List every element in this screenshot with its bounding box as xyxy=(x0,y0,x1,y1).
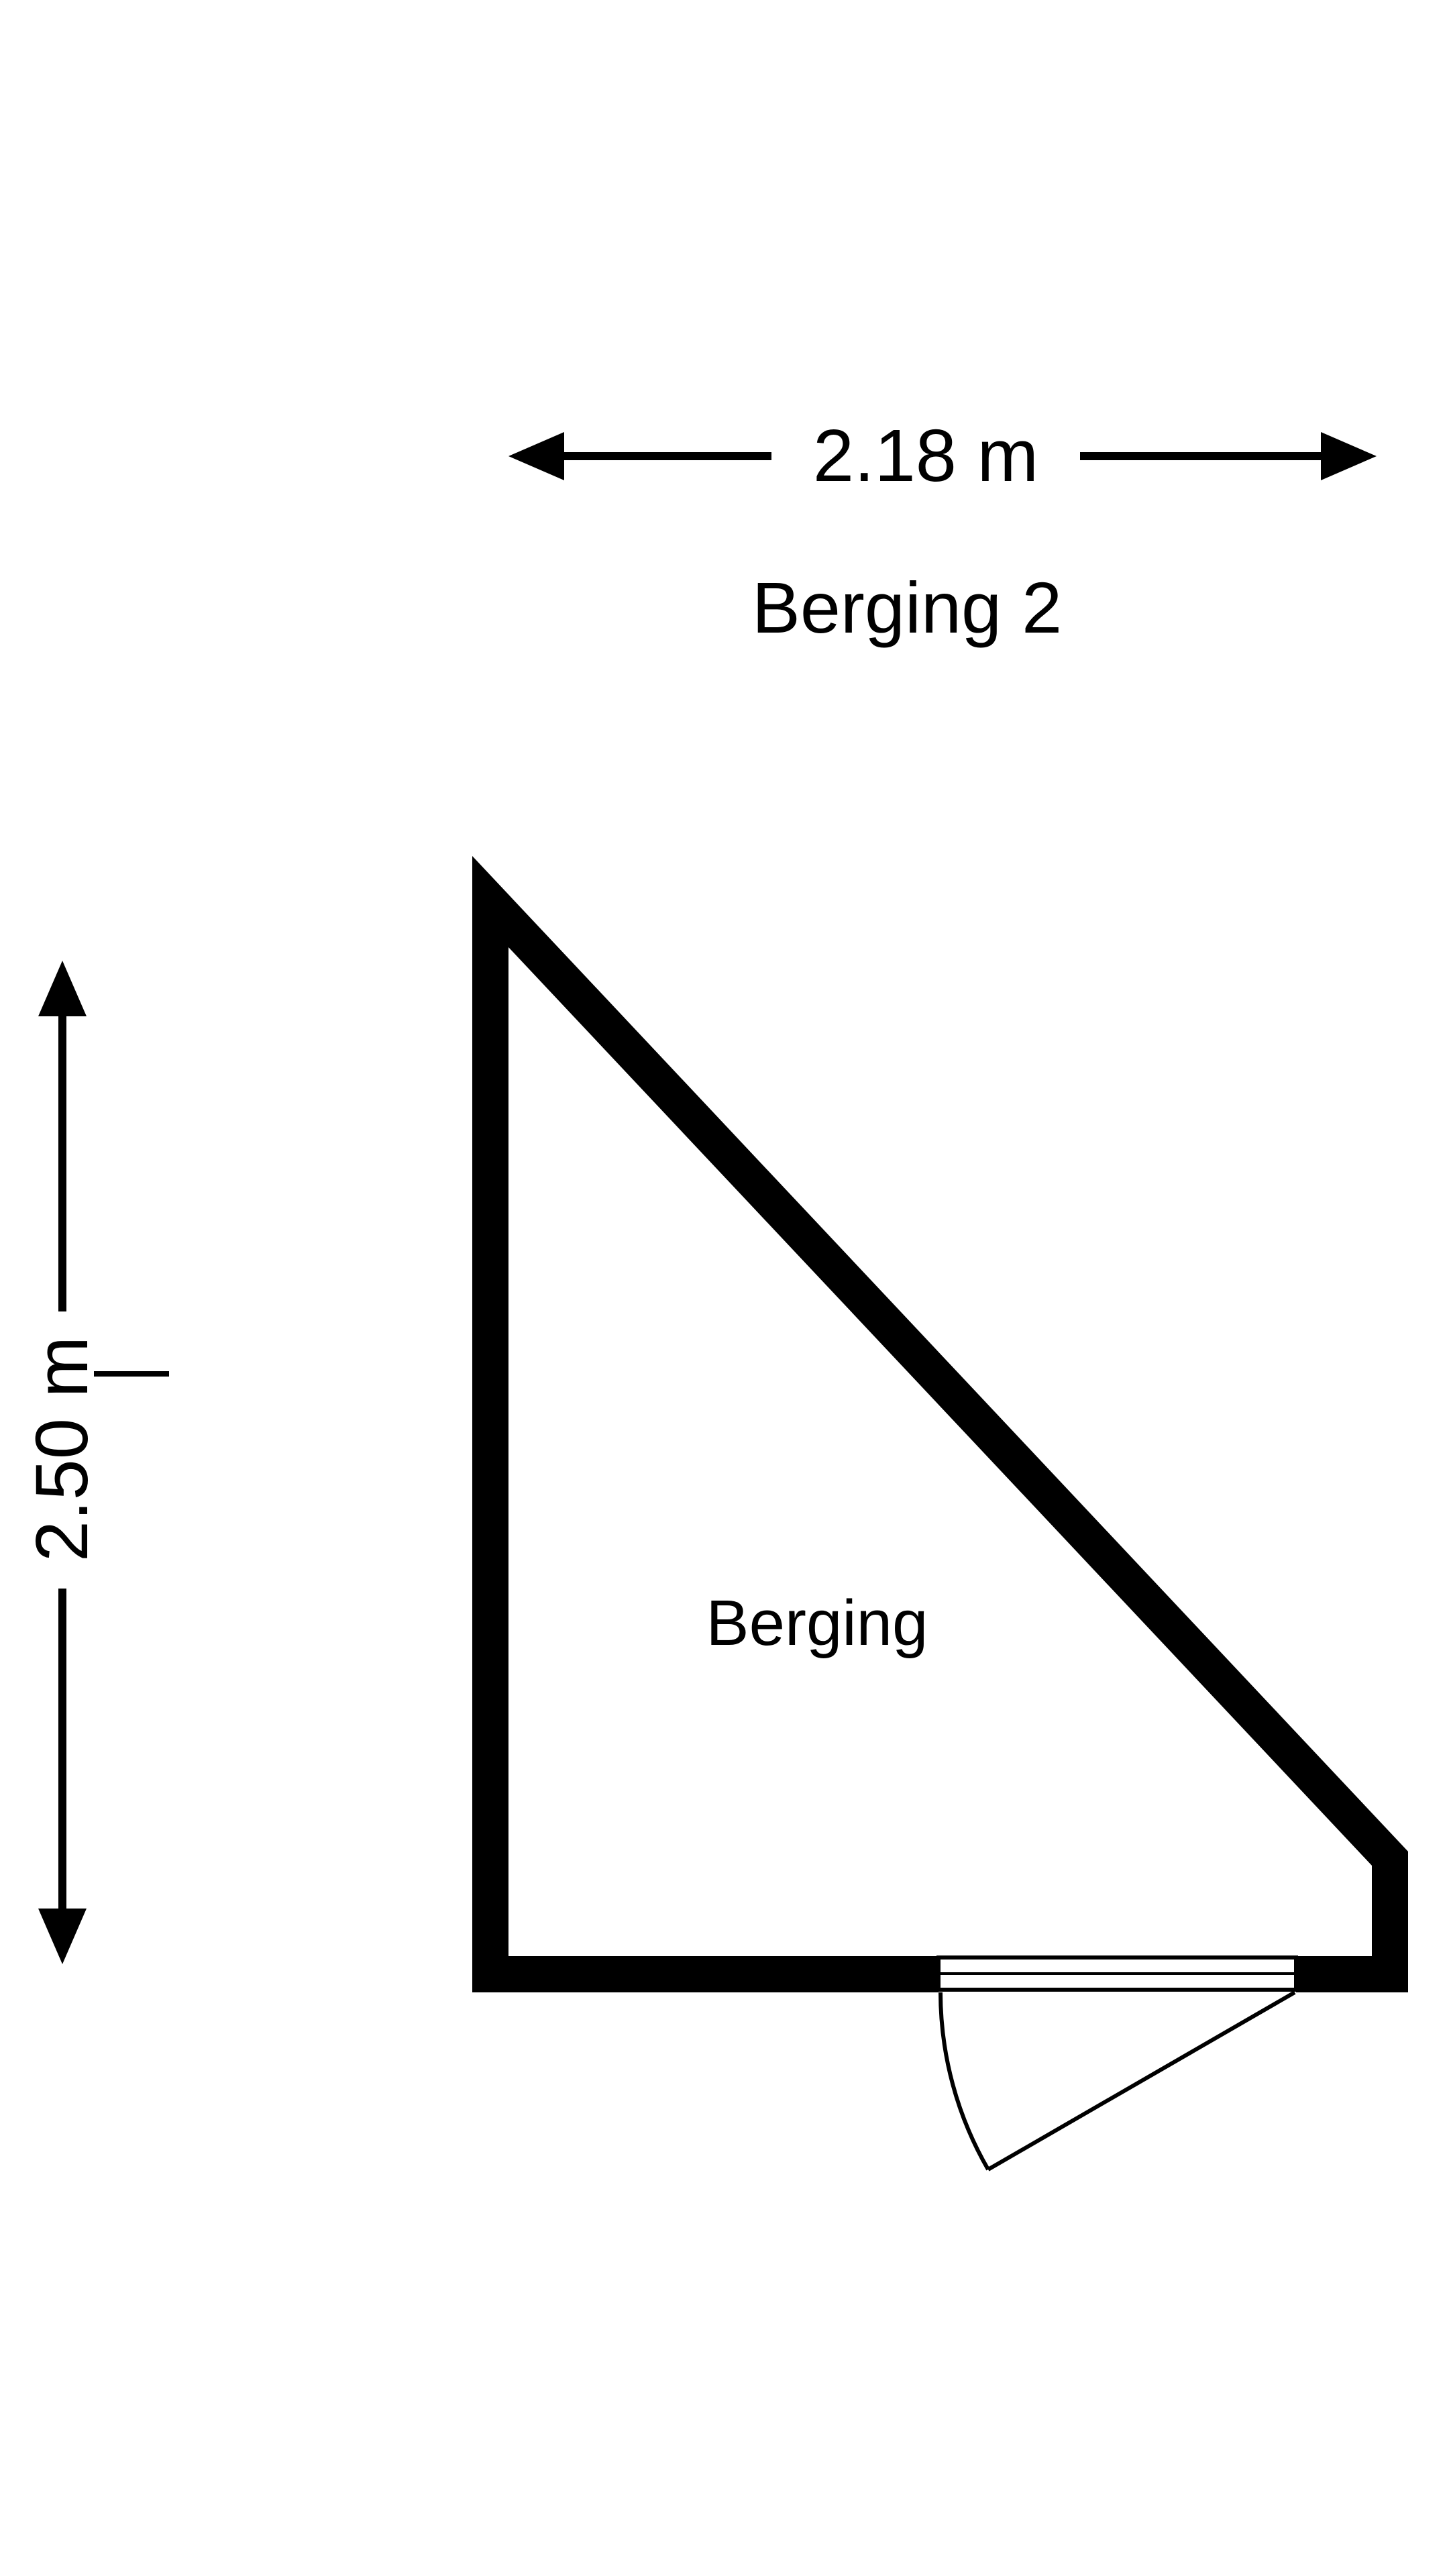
width-dimension-label: 2.18 m xyxy=(812,415,1039,497)
plan-title: Berging 2 xyxy=(751,567,1063,648)
width-dimension xyxy=(508,432,1377,480)
door-swing xyxy=(938,1990,1296,2171)
height-dimension xyxy=(38,961,169,1964)
height-arrow-up-icon xyxy=(38,961,87,1016)
room-label: Berging xyxy=(706,1587,928,1659)
height-dimension-label: 2.50 m xyxy=(21,1336,103,1562)
door-leaf xyxy=(987,1990,1296,2171)
width-arrow-left-icon xyxy=(508,432,564,480)
door-slab xyxy=(936,1955,1298,1992)
height-arrow-down-icon xyxy=(38,1909,87,1964)
width-arrow-right-icon xyxy=(1321,432,1377,480)
door-swing-arc xyxy=(938,1992,990,2171)
room-walls xyxy=(472,856,1408,1992)
